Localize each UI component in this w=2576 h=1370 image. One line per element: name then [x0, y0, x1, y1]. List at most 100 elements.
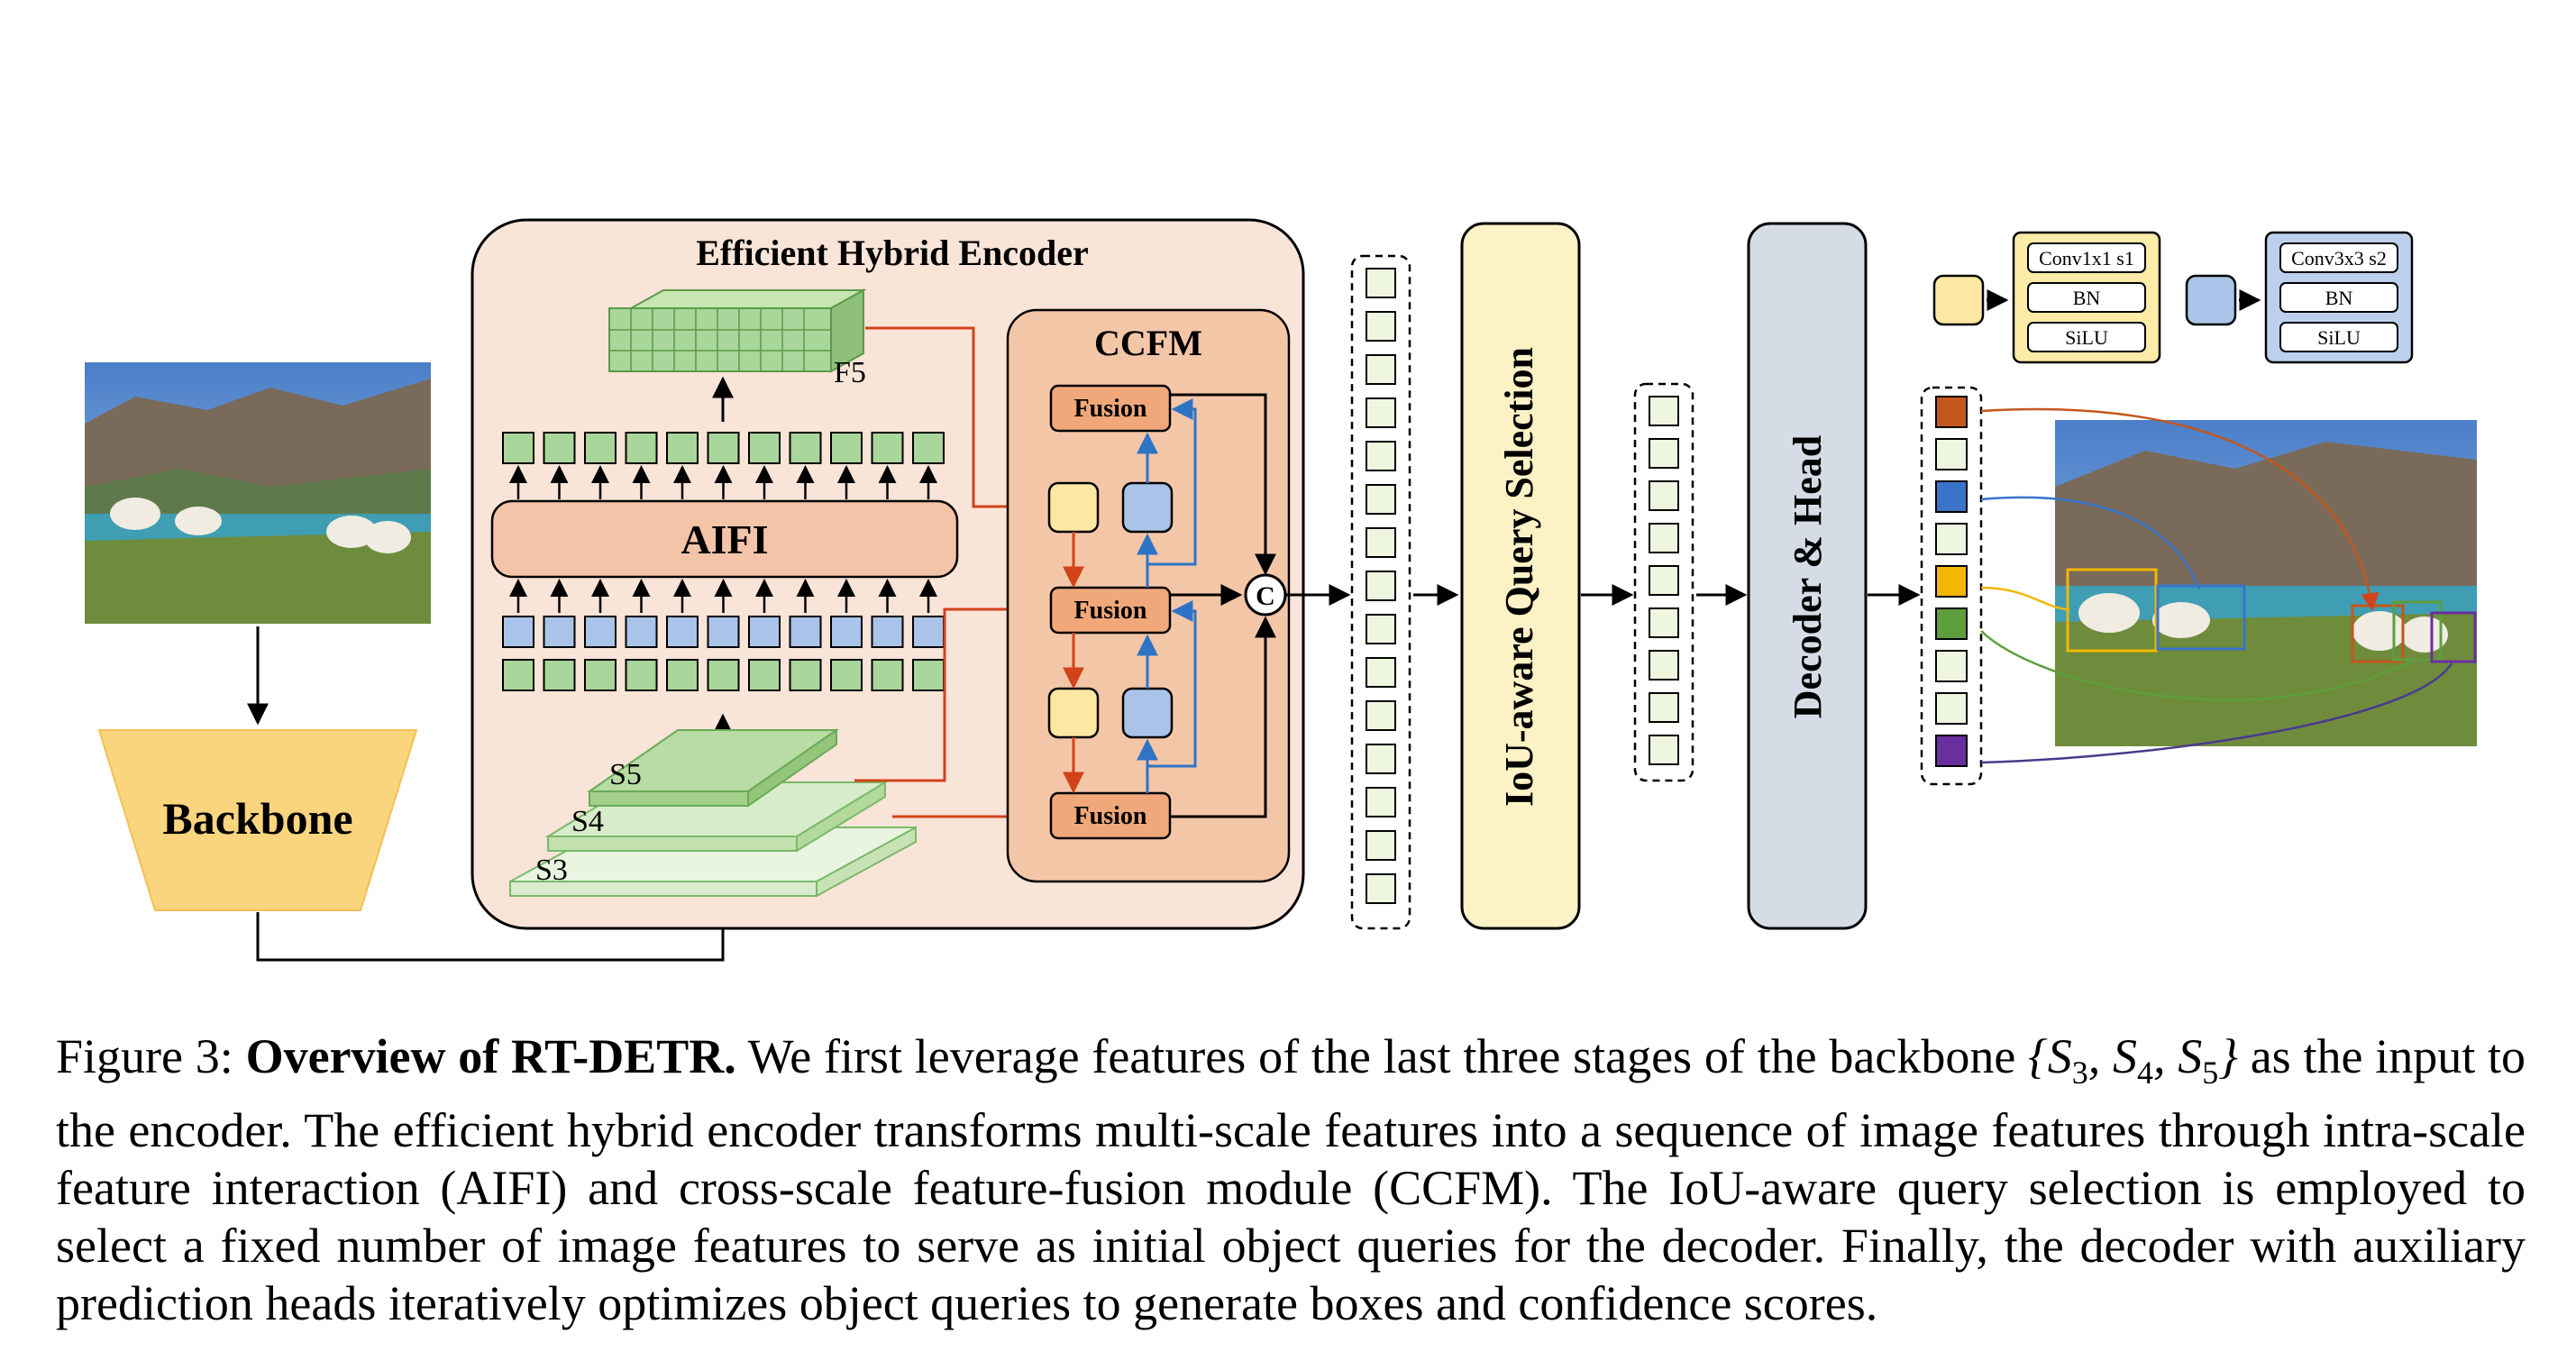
feature-cell [1366, 700, 1396, 731]
set-close: } [2218, 1029, 2238, 1083]
box-green [2392, 600, 2443, 662]
token-blue [502, 616, 534, 648]
token-green [871, 432, 904, 464]
token-green [707, 659, 740, 691]
output-query-cell [1935, 692, 1968, 725]
aifi-label: AIFI [681, 516, 768, 562]
backbone-label: Backbone [162, 793, 352, 844]
decoder-and-head: Decoder & Head [1747, 222, 1868, 930]
feature-cell [1366, 484, 1396, 515]
feature-cell [1366, 354, 1396, 385]
output-query-cell [1935, 650, 1968, 682]
conv1x1-block-top [1047, 481, 1100, 534]
backbone-block: Backbone [97, 729, 418, 911]
feature-cell [1366, 571, 1396, 601]
token-blue [789, 616, 822, 648]
output-query-cell [1935, 565, 1968, 598]
box-blue [2156, 584, 2246, 651]
legend-bn-label-1: BN [2073, 287, 2101, 309]
ccfm-title: CCFM [1094, 323, 1202, 363]
legend-silu-label-1: SiLU [2065, 326, 2108, 349]
token-blue [625, 616, 658, 648]
conv3x3-block-top [1121, 481, 1174, 534]
s4-symbol: S [2113, 1029, 2137, 1083]
token-blue [584, 616, 617, 648]
concat-label: C [1256, 581, 1275, 611]
rt-detr-diagram: Backbone Efficient Hybrid Encoder [85, 218, 2477, 962]
token-green [912, 432, 945, 464]
caption-text-1: We first leverage features of the last t… [747, 1029, 2016, 1083]
output-image [2055, 420, 2477, 746]
input-image [85, 362, 431, 624]
efficient-hybrid-encoder: Efficient Hybrid Encoder F5 [470, 218, 1305, 930]
query-cell [1649, 607, 1679, 638]
token-blue [666, 616, 699, 648]
caption-title: Overview of RT-DETR. [245, 1029, 736, 1083]
feature-cell [1366, 830, 1396, 861]
feature-cell [1366, 397, 1396, 428]
legend-conv1x1-label: Conv1x1 s1 [2039, 247, 2134, 269]
feature-cell [1366, 441, 1396, 471]
token-green [748, 432, 781, 464]
s5-flattened-tokens [502, 659, 945, 691]
query-cell [1649, 692, 1679, 723]
feature-cell [1366, 657, 1396, 688]
feature-cell [1366, 787, 1396, 817]
box-purple [2430, 611, 2477, 663]
feature-cell [1366, 311, 1396, 342]
token-green [502, 432, 534, 464]
token-green [625, 659, 658, 691]
aifi-output-tokens [502, 432, 945, 464]
token-green [666, 432, 699, 464]
encoder-feature-sequence [1350, 254, 1411, 930]
legend-conv3x3-label: Conv3x3 s2 [2291, 247, 2387, 269]
query-cell [1649, 735, 1679, 765]
query-cell [1649, 523, 1679, 553]
link-orange [1980, 407, 2380, 611]
encoder-title: Efficient Hybrid Encoder [696, 233, 1089, 273]
s3-label: S3 [535, 854, 568, 887]
feature-cell [1366, 614, 1396, 644]
selected-queries [1633, 382, 1694, 782]
query-cell [1649, 565, 1679, 596]
conv3x3-block-bottom [1121, 687, 1174, 739]
token-green [543, 659, 576, 691]
link-blue [1980, 496, 2201, 590]
token-green [748, 659, 781, 691]
query-cell [1649, 650, 1679, 680]
token-green [707, 432, 740, 464]
caption-text-2: as the input to the encoder. The efficie… [56, 1029, 2526, 1330]
fusion-label-mid: Fusion [1074, 597, 1147, 625]
caption-stage-set: {S3, S4, S5} [2028, 1029, 2238, 1091]
token-blue [707, 616, 740, 648]
token-green [830, 659, 863, 691]
fusion-label-bottom: Fusion [1074, 802, 1147, 830]
token-green [789, 659, 822, 691]
f5-label: F5 [834, 356, 866, 389]
output-query-cell [1935, 480, 1968, 513]
iou-aware-query-selection: IoU-aware Query Selection [1460, 222, 1581, 930]
token-green [584, 659, 617, 691]
f5-feature-map: F5 [608, 288, 867, 389]
aifi-block: AIFI [490, 499, 959, 579]
token-green [584, 432, 617, 464]
legend-conv1x1: Conv1x1 s1 BN SiLU [1932, 231, 2161, 364]
token-green [625, 432, 658, 464]
s5-label: S5 [609, 758, 642, 791]
link-green [1980, 630, 2416, 701]
token-green [830, 432, 863, 464]
ccfm-module: CCFM Fusion Fusion Fusion [1006, 308, 1291, 883]
position-embedding-tokens [502, 616, 945, 648]
token-blue [830, 616, 863, 648]
feature-cell [1366, 744, 1396, 774]
link-purple [1980, 662, 2453, 764]
legend-bn-label-2: BN [2325, 287, 2353, 309]
conv1x1-block-bottom [1047, 687, 1100, 739]
token-green [666, 659, 699, 691]
decoder-label: Decoder & Head [1786, 435, 1830, 718]
query-selection-label: IoU-aware Query Selection [1497, 347, 1541, 807]
figure-caption: Figure 3: Overview of RT-DETR. We first … [56, 1028, 2526, 1332]
s4-label: S4 [571, 805, 604, 838]
legend-conv3x3: Conv3x3 s2 BN SiLU [2185, 231, 2414, 364]
token-green [502, 659, 534, 691]
